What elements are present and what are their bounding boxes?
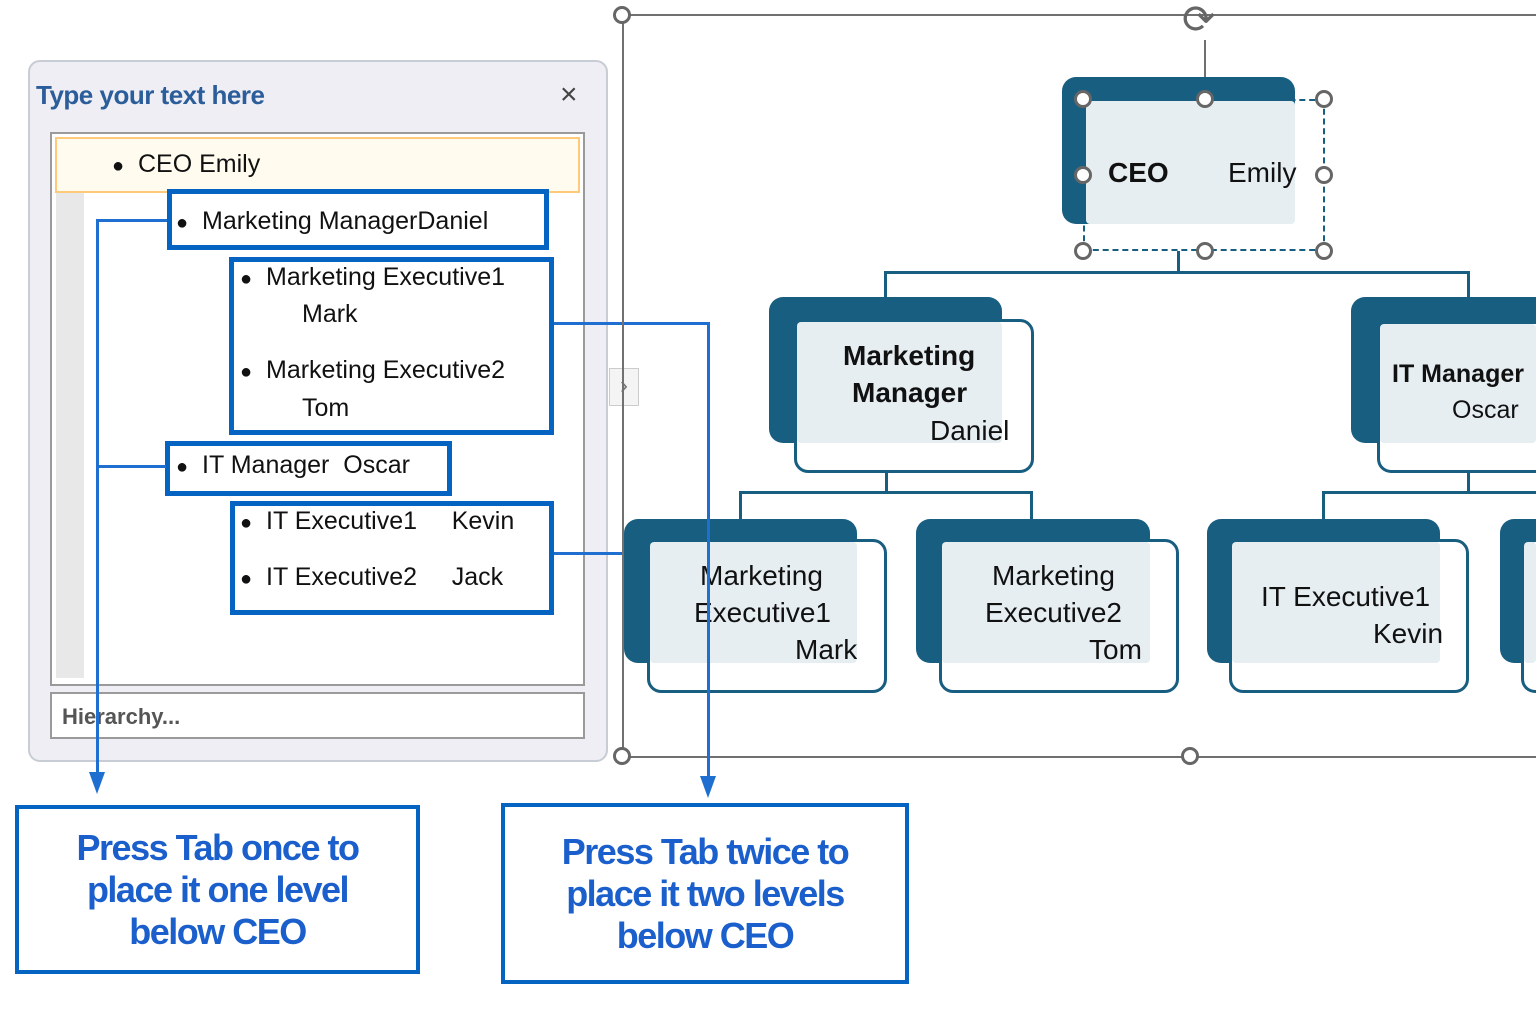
resize-handle[interactable]: [1074, 90, 1092, 108]
resize-handle[interactable]: [1315, 166, 1333, 184]
me1-name: Mark: [795, 634, 858, 665]
list-item[interactable]: ● Marketing Executive1: [240, 263, 506, 291]
highlight-level2-marketing: [229, 257, 554, 435]
list-item[interactable]: ● IT Manager Oscar: [176, 451, 410, 479]
itm-title: IT Manager: [1392, 360, 1524, 388]
resize-handle[interactable]: [1181, 747, 1199, 765]
highlight-level1: [167, 189, 549, 250]
mm-name: Daniel: [930, 415, 1010, 446]
callout-line: Press Tab once to: [76, 826, 360, 868]
connector: [1030, 491, 1033, 519]
mm-node-fill: [797, 322, 1002, 443]
resize-handle[interactable]: [1196, 242, 1214, 260]
ite1-title: IT Executive1: [1261, 581, 1431, 612]
list-item-text-continued: Mark: [302, 300, 358, 328]
close-icon[interactable]: ×: [560, 78, 578, 111]
list-gutter: [56, 192, 84, 678]
ite1-name: Kevin: [1373, 618, 1444, 649]
connector: [1322, 491, 1325, 519]
list-item[interactable]: ● Marketing Executive2: [240, 356, 506, 384]
list-item-text: Marketing Executive1: [266, 263, 506, 291]
resize-handle[interactable]: [1196, 90, 1214, 108]
annotation-line: [96, 219, 167, 222]
list-item[interactable]: ● Marketing ManagerDaniel: [176, 207, 489, 235]
callout-line: place it one level: [86, 868, 350, 910]
connector: [1467, 472, 1470, 494]
resize-handle[interactable]: [1074, 242, 1092, 260]
list-item-text-continued: Tom: [302, 394, 350, 422]
list-item-text: IT Executive1 Kevin: [266, 507, 515, 535]
me2-title: Executive2: [985, 597, 1122, 628]
list-item-text: Marketing ManagerDaniel: [202, 207, 489, 235]
smartart-frame-top: [622, 14, 1536, 16]
itm-name: Oscar: [1452, 396, 1519, 424]
resize-handle[interactable]: [1074, 166, 1092, 184]
highlight-level2-it: [230, 501, 554, 615]
resize-handle[interactable]: [613, 747, 631, 765]
callout-line: below CEO: [129, 910, 307, 952]
rotate-handle-stem: [1204, 40, 1206, 100]
text-pane-toggle-chevron-icon[interactable]: ›: [609, 368, 639, 406]
ceo-node-fill: [1086, 101, 1295, 224]
connector: [739, 491, 1033, 494]
list-item-text: CEO Emily: [138, 150, 261, 178]
list-item[interactable]: ● IT Executive2 Jack: [240, 563, 504, 591]
ceo-title: CEO: [1108, 157, 1169, 188]
callout-line: Press Tab twice to: [561, 830, 850, 872]
ite2-node-fill: [1524, 542, 1536, 663]
list-item[interactable]: ● CEO Emily: [112, 150, 261, 178]
annotation-line: [707, 322, 710, 778]
highlight-level1-it: [165, 441, 452, 496]
connector: [1177, 251, 1180, 274]
mm-title: Marketing: [843, 340, 976, 371]
layout-name-box[interactable]: Hierarchy...: [50, 692, 585, 739]
layout-name: Hierarchy...: [62, 704, 181, 729]
rotate-handle-icon[interactable]: ⟳: [1182, 0, 1216, 42]
connector: [884, 271, 887, 297]
text-pane-title: Type your text here: [36, 80, 265, 110]
arrow-down-icon: [89, 772, 105, 794]
list-item[interactable]: ● IT Executive1 Kevin: [240, 507, 515, 535]
connector: [739, 491, 742, 519]
ceo-name: Emily: [1228, 157, 1297, 188]
me1-title: Executive1: [694, 597, 831, 628]
list-item-text: IT Executive2 Jack: [266, 563, 504, 591]
mm-title: Manager: [852, 377, 968, 408]
me2-name: Tom: [1089, 634, 1142, 665]
itm-node-fill: [1380, 324, 1536, 443]
text-list-box[interactable]: [50, 132, 585, 686]
callout-line: below CEO: [616, 914, 795, 956]
me2-node-fill: [942, 542, 1150, 663]
smartart-frame-left: [622, 14, 624, 758]
annotation-line: [96, 219, 99, 774]
resize-handle[interactable]: [1315, 90, 1333, 108]
ite1-node-fill: [1232, 542, 1440, 663]
annotation-line: [554, 322, 710, 325]
me1-title: Marketing: [700, 560, 823, 591]
arrow-down-icon: [700, 776, 716, 798]
list-item-text: IT Manager Oscar: [202, 451, 410, 479]
connector: [885, 472, 888, 494]
me1-node-fill: [650, 542, 857, 663]
resize-handle[interactable]: [1315, 242, 1333, 260]
resize-handle[interactable]: [613, 6, 631, 24]
annotation-line: [96, 465, 166, 468]
me2-title: Marketing: [992, 560, 1115, 591]
callout-line: place it two levels: [566, 872, 845, 914]
list-item-text: Marketing Executive2: [266, 356, 506, 384]
connector: [1322, 491, 1536, 494]
connector: [1467, 271, 1470, 297]
smartart-frame-bottom: [622, 756, 1536, 758]
connector: [884, 271, 1470, 274]
